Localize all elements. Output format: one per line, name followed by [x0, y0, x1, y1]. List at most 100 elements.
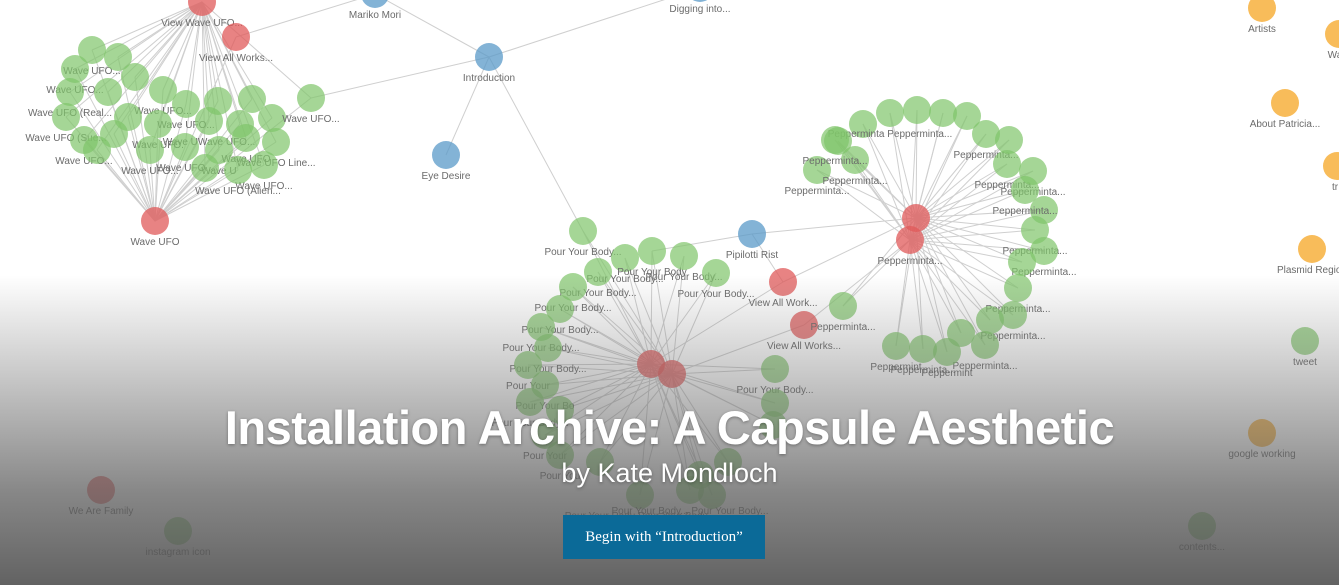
node-label: Pepperminta...: [953, 150, 1018, 161]
graph-edge: [915, 163, 1008, 219]
graph-node-wave-tag-23[interactable]: Wave UFO...: [235, 151, 293, 192]
graph-node-pep-tag-24[interactable]: Pepperminta...: [822, 146, 888, 187]
graph-edge: [915, 217, 1036, 231]
graph-node-pep-tag-14[interactable]: [1008, 248, 1036, 276]
graph-edge: [154, 169, 239, 222]
graph-edge: [235, 0, 358, 38]
node-label: Pepperminta...: [822, 176, 887, 187]
graph-node-wave-tag-10[interactable]: Wave UFO (Sue...: [25, 103, 107, 144]
graph-edge: [310, 56, 490, 99]
node-label: Wave UFO...: [282, 114, 339, 125]
node-label: View All Works...: [199, 53, 273, 64]
graph-node-wave-ufo[interactable]: Wave UFO: [130, 207, 180, 248]
graph-edge: [445, 56, 490, 156]
graph-node-pep-tag-7[interactable]: Pepperminta...: [953, 120, 1019, 161]
node-label: Wave UFO...: [156, 163, 213, 174]
graph-edge: [91, 1, 203, 51]
graph-node-pour-tag-2[interactable]: Pour Your Body: [617, 237, 687, 278]
graph-edge: [909, 189, 1026, 241]
node-label: Wa: [1328, 50, 1339, 61]
graph-node-wave-tag-6[interactable]: [94, 78, 122, 106]
node-label: View All Work...: [748, 298, 817, 309]
node-label: Introduction: [463, 73, 515, 84]
graph-node-plasmid-region[interactable]: Plasmid Region: [1277, 235, 1339, 276]
graph-node-view-all-work-2[interactable]: View All Work...: [748, 268, 818, 309]
graph-node-pep-tag-6[interactable]: Pepperminta...: [784, 156, 850, 197]
graph-edge: [69, 1, 203, 93]
graph-node-pep-tag-3[interactable]: [929, 99, 957, 127]
graph-edge: [816, 169, 917, 219]
graph-node-artists[interactable]: Artists: [1248, 0, 1276, 35]
graph-node-view-wave-ufo[interactable]: View Wave UFO...: [161, 0, 243, 29]
graph-node-instagram-icon[interactable]: instagram icon: [145, 517, 211, 558]
graph-edge: [201, 1, 312, 99]
graph-edge: [854, 159, 911, 241]
graph-node-pep-tag-26[interactable]: Pepperminta...: [992, 176, 1058, 217]
node-label: Wave UFO (Sue...: [25, 133, 106, 144]
node-label: Wave UFO: [130, 237, 179, 248]
graph-node-pep-tag-4[interactable]: [953, 102, 981, 130]
graph-node-pep-tag-17[interactable]: [976, 306, 1004, 334]
graph-edge: [915, 217, 1045, 252]
graph-node-digging-into[interactable]: Digging into...: [669, 0, 731, 15]
graph-edge: [184, 1, 203, 148]
begin-with-introduction-button[interactable]: Begin with “Introduction”: [563, 515, 765, 559]
graph-node-wave-tag-24[interactable]: Wave UFO (Alien...: [195, 156, 281, 197]
graph-node-wave-tag-1[interactable]: [104, 43, 132, 71]
graph-node-wave-tag-26[interactable]: Wave UFO...: [121, 136, 179, 177]
graph-node-wave-tag-15[interactable]: [258, 104, 286, 132]
graph-node-wave-tag-25[interactable]: [191, 154, 219, 182]
graph-node-pep-hub-2[interactable]: Pepperminta...: [877, 226, 943, 267]
node-label: Peppermint: [870, 362, 921, 373]
graph-node-about-patricia[interactable]: About Patricia...: [1250, 89, 1321, 130]
graph-node-view-all-works-1[interactable]: View All Works...: [199, 23, 273, 64]
node-label: Mariko Mori: [349, 10, 401, 21]
graph-node-wave-tag-27[interactable]: Wave UFO...: [282, 84, 340, 125]
node-label: Pepperminta...: [810, 322, 875, 333]
graph-node-wave-tag-0[interactable]: Wave UFO...: [63, 36, 121, 77]
node-label: tr: [1332, 182, 1339, 193]
graph-node-wave-tag-18[interactable]: Wave UFO...: [156, 133, 214, 174]
graph-node-mariko-mori[interactable]: Mariko Mori: [349, 0, 401, 21]
graph-edge: [915, 139, 1010, 219]
graph-node-wa[interactable]: Wa: [1325, 20, 1339, 61]
graph-edge: [201, 1, 206, 169]
graph-node-introduction[interactable]: Introduction: [463, 43, 515, 84]
node-label: Pepperminta...: [974, 180, 1039, 191]
graph-node-pep-hub-1[interactable]: [902, 204, 930, 232]
graph-node-tr[interactable]: tr: [1323, 152, 1339, 193]
graph-node-pipilotti-rist[interactable]: Pipilotti Rist: [726, 220, 778, 261]
graph-node-tweet[interactable]: tweet: [1291, 327, 1319, 368]
graph-edge: [650, 272, 717, 365]
graph-edge: [162, 1, 203, 91]
graph-edge: [185, 1, 203, 105]
graph-node-pep-tag-13[interactable]: Pepperminta...: [1011, 237, 1077, 278]
graph-node-pour-tag-0[interactable]: Pour Your Body...: [544, 217, 622, 258]
graph-node-pep-tag-0[interactable]: [849, 110, 877, 138]
graph-node-pep-tag-1[interactable]: Pepperminta Pepperminta...: [828, 99, 953, 140]
graph-edge: [201, 1, 239, 171]
node-label: Pepperminta...: [802, 156, 867, 167]
graph-node-pour-hub-2[interactable]: [658, 360, 686, 388]
node-label: Eye Desire: [422, 171, 471, 182]
graph-edge: [782, 217, 917, 283]
graph-node-pep-tag-25[interactable]: Pepperminta...: [802, 126, 868, 167]
graph-node-wave-tag-7[interactable]: Wave UFO...: [157, 90, 215, 131]
graph-edge: [915, 217, 1023, 263]
graph-node-eye-desire[interactable]: Eye Desire: [422, 141, 471, 182]
graph-node-pep-tag-2[interactable]: [903, 96, 931, 124]
graph-node-wave-tag-21[interactable]: [83, 136, 111, 164]
graph-node-wave-tag-3[interactable]: [121, 63, 149, 91]
graph-edge: [915, 133, 987, 219]
graph-node-wave-tag-9[interactable]: [238, 85, 266, 113]
graph-edge: [154, 36, 237, 222]
graph-node-contents[interactable]: contents...: [1179, 512, 1225, 553]
graph-node-pep-tag-9[interactable]: Pepperminta...: [974, 150, 1040, 191]
graph-node-pep-tag-8[interactable]: [995, 126, 1023, 154]
node-label: Pepperminta Pepperminta...: [828, 129, 953, 140]
graph-edge: [65, 1, 203, 118]
graph-edge: [671, 368, 776, 375]
node-label: Wave UFO...: [63, 66, 120, 77]
